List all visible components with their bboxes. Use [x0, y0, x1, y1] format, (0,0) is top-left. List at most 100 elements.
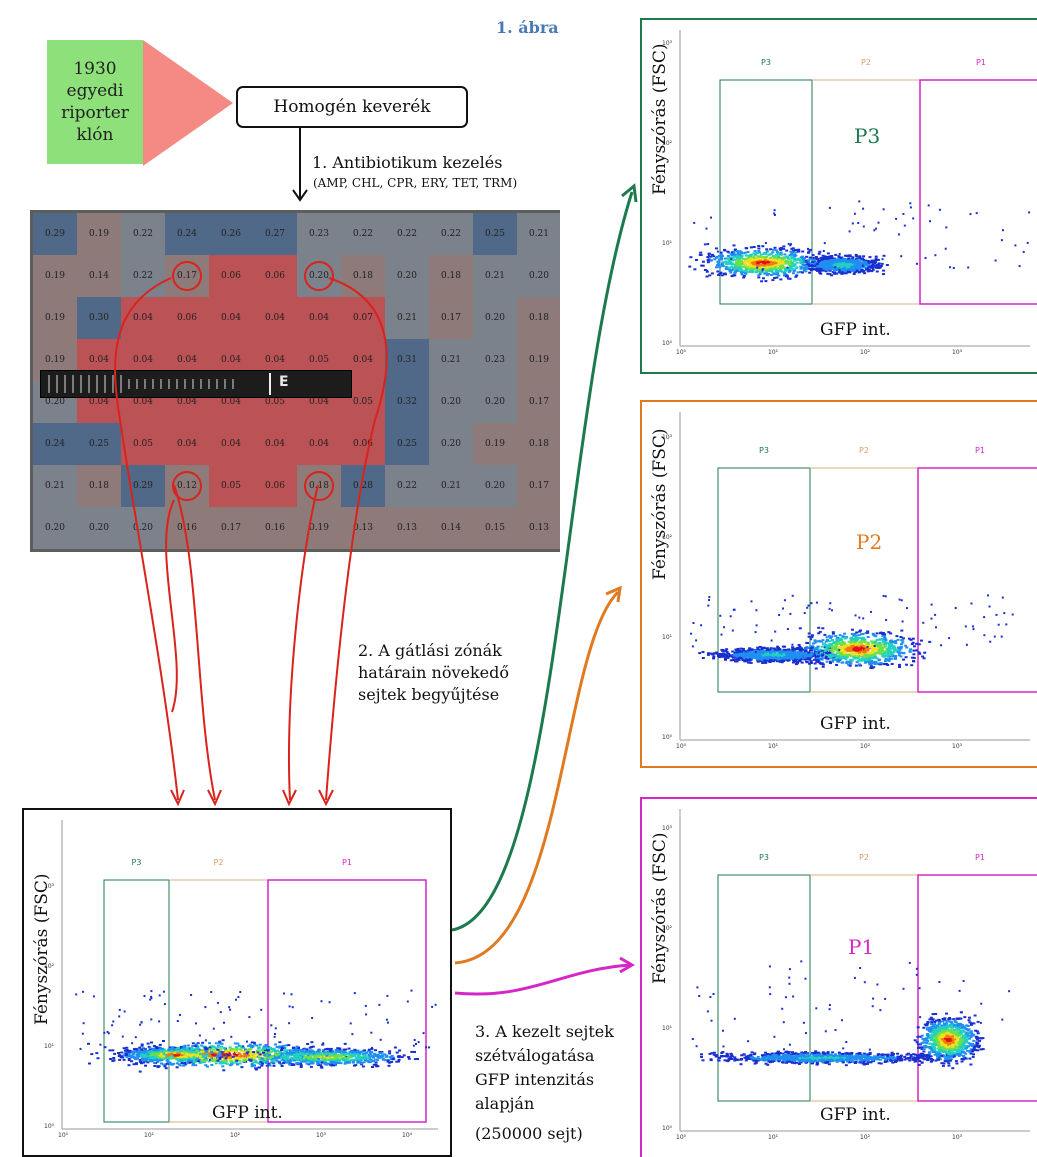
event-dot: [189, 1062, 192, 1064]
event-dot: [213, 1059, 216, 1061]
event-dot: [125, 1047, 128, 1049]
event-dot: [761, 259, 764, 261]
event-dot: [396, 1052, 399, 1054]
event-dot: [280, 1056, 283, 1058]
event-dot: [795, 258, 798, 260]
event-dot: [208, 1053, 211, 1055]
event-dot: [785, 250, 788, 252]
event-dot: [120, 1052, 123, 1054]
event-dot: [868, 269, 871, 271]
outlier-dot: [213, 1028, 215, 1030]
event-dot: [159, 1055, 162, 1057]
outlier-dot: [1014, 244, 1016, 246]
event-dot: [136, 1058, 139, 1060]
event-dot: [388, 1065, 391, 1067]
event-dot: [270, 1056, 273, 1058]
outlier-dot: [883, 208, 885, 210]
event-dot: [868, 261, 871, 263]
event-dot: [689, 256, 692, 258]
event-dot: [152, 1053, 155, 1055]
event-dot: [225, 1051, 228, 1053]
outlier-dot: [131, 1042, 133, 1044]
step2-line: sejtek begyűjtése: [358, 684, 509, 706]
event-dot: [398, 1050, 401, 1052]
event-dot: [310, 1046, 313, 1048]
event-dot: [97, 1057, 100, 1059]
event-dot: [758, 256, 761, 258]
event-dot: [716, 256, 719, 258]
event-dot: [764, 280, 767, 282]
event-dot: [323, 1053, 326, 1055]
event-dot: [742, 277, 745, 279]
event-dot: [306, 1043, 309, 1045]
event-dot: [287, 1044, 290, 1046]
event-dot: [761, 245, 764, 247]
event-dot: [845, 255, 848, 257]
event-dot: [800, 266, 803, 268]
event-dot: [235, 1046, 238, 1048]
event-dot: [734, 271, 737, 273]
event-dot: [750, 267, 753, 269]
event-dot: [230, 1064, 233, 1066]
outlier-dot: [387, 1022, 389, 1024]
event-dot: [362, 1054, 365, 1056]
event-dot: [717, 274, 720, 276]
event-dot: [765, 248, 768, 250]
event-dot: [897, 639, 900, 641]
event-dot: [803, 261, 806, 263]
x-axis-label: GFP int.: [820, 320, 891, 340]
event-dot: [329, 1050, 332, 1052]
event-dot: [376, 1059, 379, 1061]
event-dot: [716, 271, 719, 273]
event-dot: [253, 1065, 256, 1067]
event-dot: [307, 1058, 310, 1060]
event-dot: [774, 266, 777, 268]
event-dot: [87, 1043, 90, 1045]
outlier-dot: [1001, 239, 1003, 241]
event-dot: [340, 1062, 343, 1064]
outlier-dot: [141, 1021, 143, 1023]
outlier-dot: [248, 1016, 250, 1018]
event-dot: [795, 267, 798, 269]
event-dot: [334, 1063, 337, 1065]
event-dot: [162, 1063, 165, 1065]
outlier-dot: [124, 1011, 126, 1013]
event-dot: [151, 1056, 154, 1058]
outlier-dot: [912, 217, 914, 219]
outlier-dot: [289, 1005, 291, 1007]
event-dot: [702, 265, 705, 267]
event-dot: [236, 1054, 239, 1056]
outlier-dot: [1027, 242, 1029, 244]
outlier-dot: [288, 1022, 290, 1024]
event-dot: [855, 255, 858, 257]
gate-label: P2: [214, 858, 224, 867]
event-dot: [166, 1060, 169, 1062]
x-tick-label: 10¹: [144, 1132, 154, 1139]
event-dot: [754, 250, 757, 252]
event-dot: [794, 255, 797, 257]
event-dot: [781, 261, 784, 263]
event-dot: [359, 1051, 362, 1053]
event-dot: [760, 280, 763, 282]
event-dot: [414, 1058, 417, 1060]
event-dot: [345, 1057, 348, 1059]
event-dot: [853, 265, 856, 267]
event-dot: [375, 1062, 378, 1064]
event-dot: [715, 266, 718, 268]
event-dot: [720, 252, 723, 254]
event-dot: [869, 266, 872, 268]
outlier-dot: [159, 994, 161, 996]
event-dot: [179, 1064, 182, 1066]
outlier-dot: [717, 251, 719, 253]
event-dot: [90, 1053, 93, 1055]
event-dot: [302, 1059, 305, 1061]
event-dot: [109, 1058, 112, 1060]
event-dot: [815, 668, 818, 670]
event-dot: [812, 643, 815, 645]
event-dot: [763, 265, 766, 267]
event-dot: [108, 1049, 111, 1051]
event-dot: [766, 251, 769, 253]
outlier-dot: [220, 1011, 222, 1013]
event-dot: [819, 631, 822, 633]
outlier-dot: [693, 222, 695, 224]
